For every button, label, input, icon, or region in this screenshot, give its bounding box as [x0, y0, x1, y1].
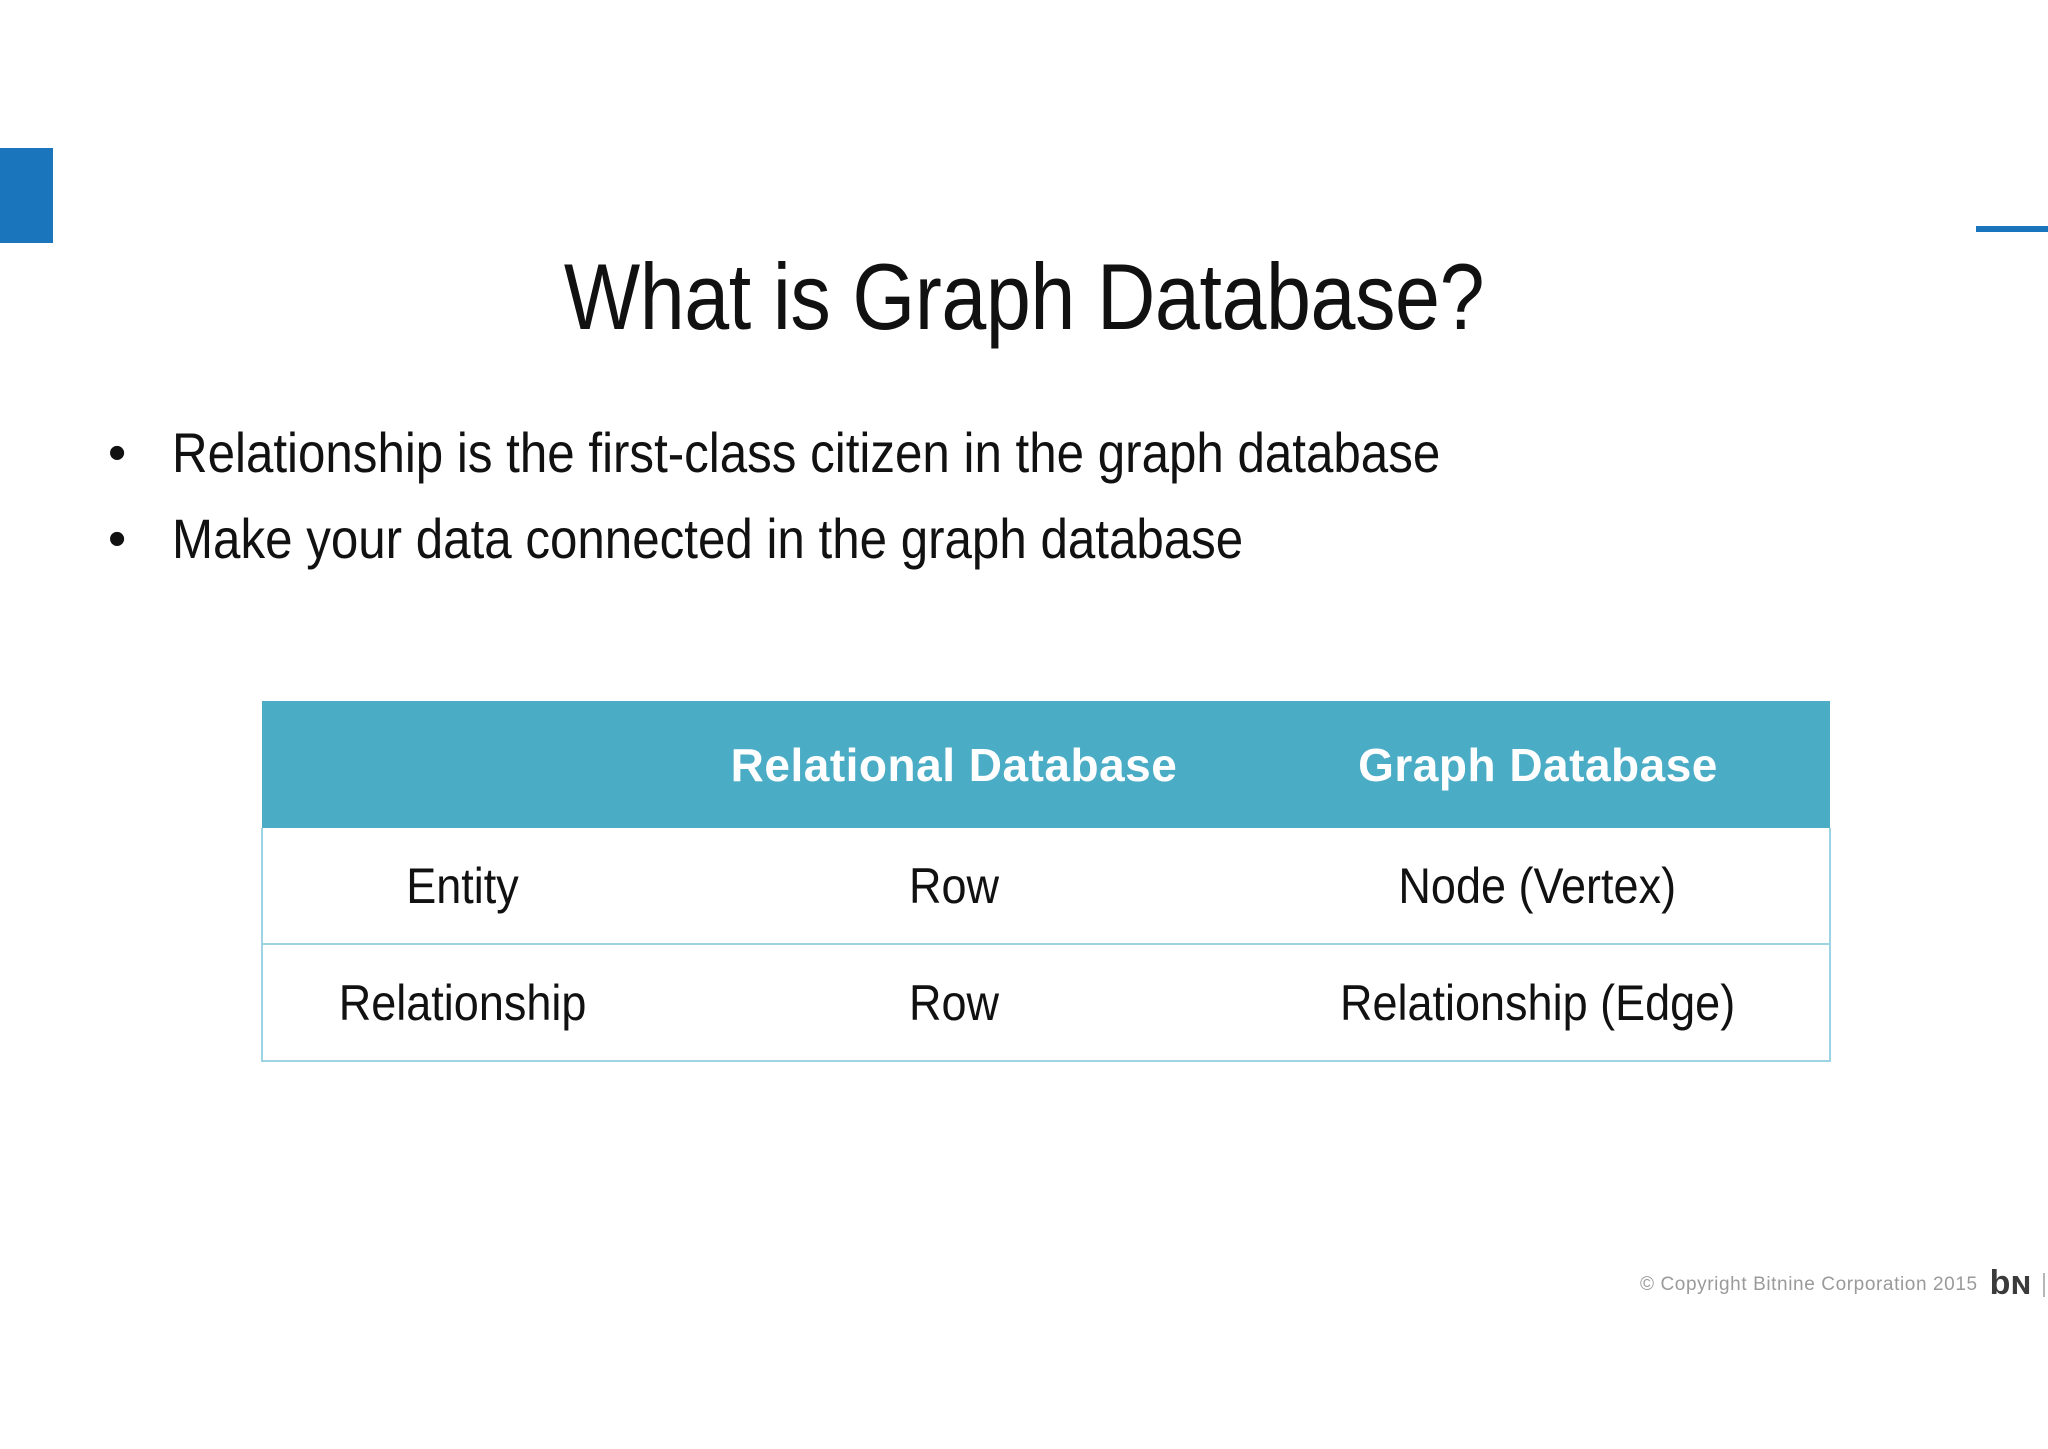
table-cell-text: Row — [908, 857, 1000, 914]
comparison-table: Relational Database Graph Database Entit… — [261, 701, 1831, 1062]
table-cell-relationship-graph: Relationship (Edge) — [1246, 944, 1831, 1062]
table-cell-text: Relationship — [338, 974, 587, 1031]
table-cell-relationship-label: Relationship — [261, 944, 662, 1062]
bullet-point-icon: • — [108, 424, 127, 482]
table-header-cell-relational-database: Relational Database — [662, 701, 1246, 828]
list-item: • Relationship is the first-class citize… — [108, 420, 1908, 486]
table-header-cell-blank — [262, 701, 662, 828]
accent-rule-decoration — [1976, 226, 2048, 232]
bullet-list: • Relationship is the first-class citize… — [108, 420, 1908, 592]
table-row: Relationship Row Relationship (Edge) — [261, 944, 1831, 1062]
slide-footer: © Copyright Bitnine Corporation 2015 bɴ … — [1640, 1264, 2048, 1302]
divider — [2043, 1273, 2046, 1297]
bullet-text: Make your data connected in the graph da… — [172, 507, 1244, 570]
bitnine-logo-icon: bɴ — [1989, 1264, 2032, 1302]
table-cell-entity-label: Entity — [261, 828, 662, 945]
copyright-text: © Copyright Bitnine Corporation 2015 — [1640, 1274, 1978, 1295]
table-header-row: Relational Database Graph Database — [262, 701, 1830, 828]
table-cell-entity-graph: Node (Vertex) — [1246, 828, 1831, 945]
table-cell-text: Relationship (Edge) — [1339, 974, 1736, 1031]
table-header: Relational Database Graph Database — [262, 701, 1830, 828]
table-row: Entity Row Node (Vertex) — [261, 828, 1831, 945]
bullet-point-icon: • — [108, 510, 127, 568]
accent-square-decoration — [0, 148, 53, 243]
bullet-text: Relationship is the first-class citizen … — [172, 421, 1441, 484]
table-cell-entity-relational: Row — [662, 828, 1246, 945]
table-cell-relationship-relational: Row — [662, 944, 1246, 1062]
page-title: What is Graph Database? — [563, 244, 1485, 349]
table-cell-text: Row — [908, 974, 1000, 1031]
list-item: • Make your data connected in the graph … — [108, 506, 1908, 572]
table-cell-text: Entity — [406, 857, 519, 914]
table-header-cell-graph-database: Graph Database — [1246, 701, 1830, 828]
table-cell-text: Node (Vertex) — [1398, 857, 1677, 914]
table-body: Entity Row Node (Vertex) Relationship Ro… — [261, 828, 1831, 1062]
